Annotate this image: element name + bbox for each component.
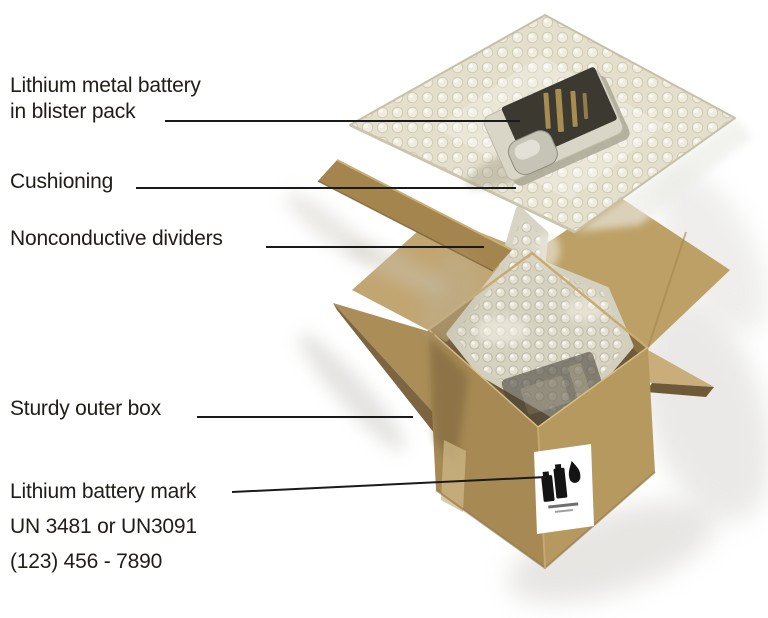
battery-card-gold-text bbox=[543, 88, 589, 132]
callout-mark-line-1: Lithium battery mark bbox=[10, 480, 197, 503]
callout-dividers-line-1: Nonconductive dividers bbox=[10, 227, 223, 250]
callout-dividers-label: Nonconductive dividers bbox=[10, 226, 223, 252]
lithium-battery-mark-label bbox=[534, 444, 594, 534]
callout-battery-label: Lithium metal battery in blister pack bbox=[10, 73, 201, 125]
leader-line-mark bbox=[231, 476, 547, 493]
callout-mark-line-3: (123) 456 - 7890 bbox=[10, 550, 163, 573]
box-back-right-flap bbox=[532, 196, 730, 348]
lithium-metal-battery-blister-pack bbox=[483, 67, 630, 186]
leader-lines bbox=[136, 120, 547, 493]
callout-cushioning-label: Cushioning bbox=[10, 169, 113, 195]
callout-outer-box-line-1: Sturdy outer box bbox=[10, 397, 161, 420]
callout-battery-mark-label: Lithium battery mark UN 3481 or UN3091 (… bbox=[10, 474, 197, 579]
callout-battery-line-1: Lithium metal battery bbox=[10, 74, 201, 97]
sturdy-outer-box bbox=[333, 196, 730, 570]
callout-mark-line-2: UN 3481 or UN3091 bbox=[10, 515, 197, 538]
box-tape-strip bbox=[441, 440, 466, 512]
lithium-battery-mark-icon bbox=[541, 460, 581, 513]
callout-cushioning-line-1: Cushioning bbox=[10, 170, 114, 193]
ground-shadows bbox=[285, 168, 768, 603]
callout-battery-line-2: in blister pack bbox=[10, 100, 136, 123]
callout-outer-box-label: Sturdy outer box bbox=[10, 396, 161, 422]
